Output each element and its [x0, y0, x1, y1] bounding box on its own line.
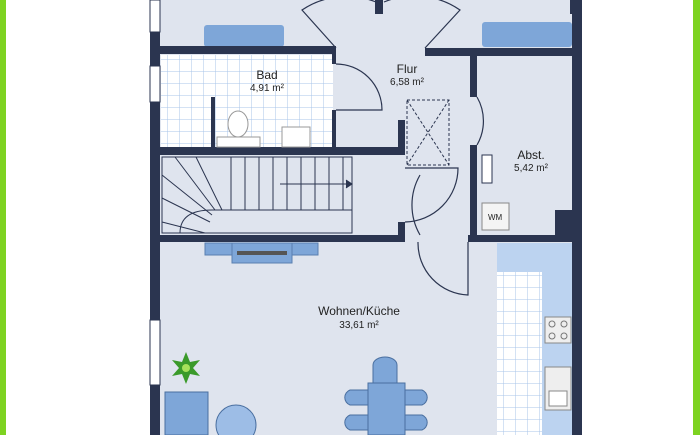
- stove-burners: [548, 320, 568, 340]
- left-green-border: [0, 0, 6, 435]
- toilet-tank: [216, 136, 261, 148]
- room-area-wohnen-kueche: 33,61 m²: [339, 320, 379, 331]
- bed-left: [204, 25, 284, 47]
- walls: [150, 0, 582, 435]
- sink-basin: [548, 390, 568, 407]
- shaft-opening: [406, 99, 450, 166]
- partition-wall: [211, 97, 215, 147]
- stove: [544, 316, 572, 344]
- room-name-flur: Flur: [396, 62, 418, 76]
- doors: [301, 0, 484, 296]
- staircase: [161, 156, 353, 234]
- sink: [281, 126, 311, 148]
- room-name-bad: Bad: [256, 68, 278, 82]
- room-area-flur: 6,58 m²: [390, 77, 424, 88]
- windows: [149, 0, 161, 386]
- round-table: [215, 404, 257, 435]
- right-green-border: [693, 0, 700, 435]
- washing-machine: [481, 202, 510, 231]
- room-area-bad: 4,91 m²: [250, 83, 284, 94]
- dining-set: [344, 356, 428, 435]
- washer-label: WM: [488, 213, 503, 222]
- toilet: [227, 110, 249, 138]
- water-heater: [481, 154, 493, 184]
- tv: [237, 251, 287, 255]
- sofa: [164, 391, 209, 435]
- room-area-abst: 5,42 m²: [514, 163, 548, 174]
- room-name-wohnen-kueche: Wohnen/Küche: [318, 304, 400, 318]
- plant-icon: [172, 352, 200, 384]
- room-name-abst: Abst.: [517, 148, 545, 162]
- bed-right: [482, 22, 572, 47]
- kitchen-tiles: [497, 272, 542, 435]
